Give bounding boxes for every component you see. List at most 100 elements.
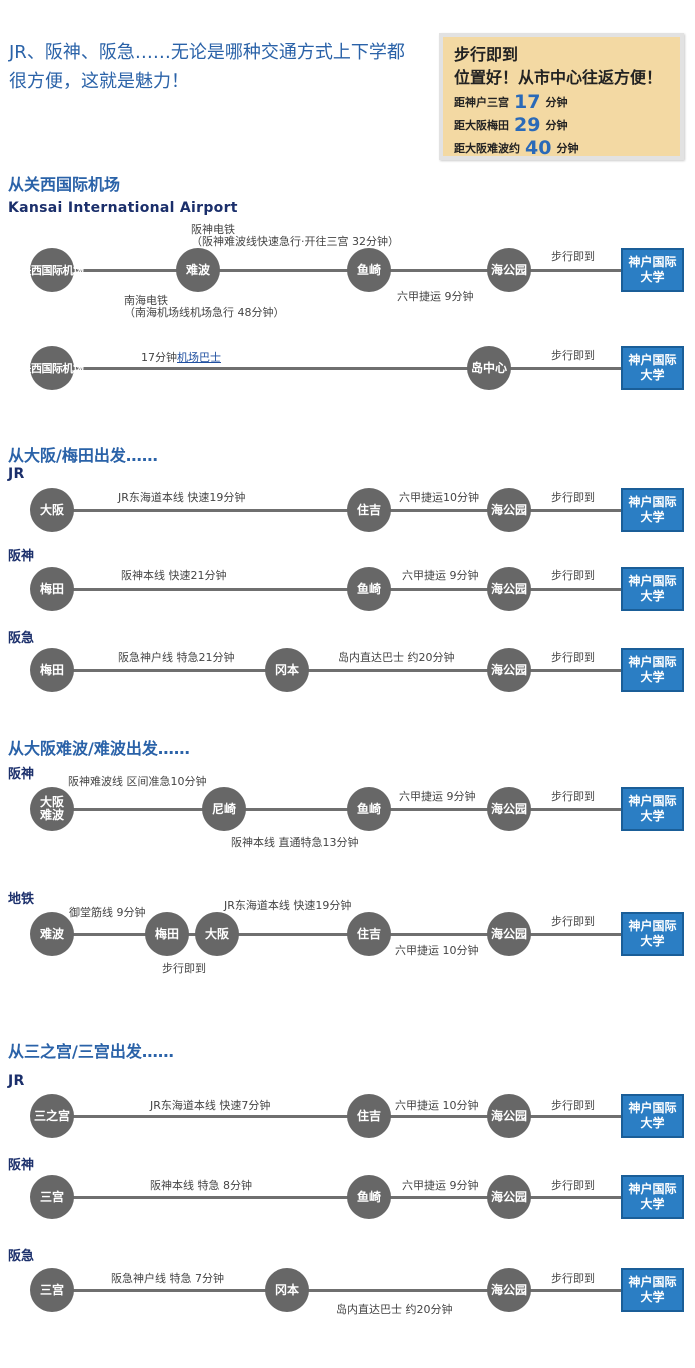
station-uozaki: 鱼崎 — [347, 787, 391, 831]
station-sannomiya: 三宫 — [30, 1175, 74, 1219]
info-row-label: 距大阪梅田 — [454, 119, 509, 132]
line-name-hanshin: 阪神 — [8, 549, 35, 564]
destination-kobe-international-university: 神户国际 大学 — [621, 1094, 684, 1138]
dest-line-1: 神户国际 — [628, 574, 677, 588]
line-name-subway: 地铁 — [8, 892, 35, 907]
label-route-1: 阪急神户线 特急 7分钟 — [111, 1272, 224, 1285]
station-kaikoen: 海公园 — [487, 1268, 531, 1312]
dest-line-1: 神户国际 — [628, 255, 677, 269]
label-route-1: 御堂筋线 9分钟 — [69, 906, 146, 919]
route-line — [52, 669, 622, 672]
station-umeda: 梅田 — [30, 648, 74, 692]
dest-line-2: 大学 — [640, 1290, 665, 1304]
section-title-osaka: 从大阪/梅田出发…… — [8, 446, 158, 465]
destination-kobe-international-university: 神户国际 大学 — [621, 488, 684, 532]
label-route-2: 阪神本线 直通特急13分钟 — [231, 836, 359, 849]
dest-line-2: 大学 — [640, 670, 665, 684]
destination-kobe-international-university: 神户国际 大学 — [621, 787, 684, 831]
label-route-2: JR东海道本线 快速19分钟 — [224, 899, 352, 912]
label-route-2: 六甲捷运 10分钟 — [395, 1099, 479, 1112]
destination-kobe-international-university: 神户国际 大学 — [621, 248, 684, 292]
route-line — [52, 1196, 622, 1199]
station-namba: 难波 — [30, 912, 74, 956]
route-line — [52, 588, 622, 591]
section-title-kansai: 从关西国际机场 — [8, 175, 121, 194]
intro-line-2: 很方便，这就是魅力！ — [9, 71, 189, 92]
label-route-1: JR东海道本线 快速7分钟 — [150, 1099, 271, 1112]
label-route-1: JR东海道本线 快速19分钟 — [118, 491, 246, 504]
label-route-3: 六甲捷运 10分钟 — [395, 944, 479, 957]
station-sumiyoshi: 住吉 — [347, 1094, 391, 1138]
station-umeda: 梅田 — [30, 567, 74, 611]
label-route-1: 阪神难波线 区间准急10分钟 — [68, 775, 207, 788]
label-walk: 步行即到 — [551, 569, 595, 582]
line-name-hankyu: 阪急 — [8, 1249, 35, 1264]
info-row-label: 距神户三宫 — [454, 96, 509, 109]
station-kansai-airport: 关西国际机场 — [21, 248, 84, 292]
label-hanshin-detail: （阪神难波线快速急行·开往三宫 32分钟） — [191, 235, 399, 248]
destination-kobe-international-university: 神户国际 大学 — [621, 1268, 684, 1312]
station-osaka-namba: 大阪难波 — [30, 787, 74, 831]
station-uozaki: 鱼崎 — [347, 248, 391, 292]
dest-line-1: 神户国际 — [628, 794, 677, 808]
destination-kobe-international-university: 神户国际 大学 — [621, 912, 684, 956]
station-kaikoen: 海公园 — [487, 1094, 531, 1138]
info-row-unit: 分钟 — [545, 96, 568, 109]
station-okamoto: 冈本 — [265, 1268, 309, 1312]
intro-line-1: JR、阪神、阪急……无论是哪种交通方式上下学都 — [9, 42, 405, 63]
line-name-hanshin: 阪神 — [8, 1158, 35, 1173]
destination-kobe-international-university: 神户国际 大学 — [621, 567, 684, 611]
label-rokko-liner: 六甲捷运 9分钟 — [397, 290, 474, 303]
label-route-2: 六甲捷运 9分钟 — [402, 1179, 479, 1192]
station-shima-center: 岛中心 — [467, 346, 511, 390]
label-bus-time: 17分钟 — [141, 351, 177, 364]
station-osaka: 大阪 — [30, 488, 74, 532]
label-route-1: 阪神本线 快速21分钟 — [121, 569, 227, 582]
dest-line-2: 大学 — [640, 1116, 665, 1130]
dest-line-1: 神户国际 — [628, 1101, 677, 1115]
station-uozaki: 鱼崎 — [347, 567, 391, 611]
dest-line-1: 神户国际 — [628, 1275, 677, 1289]
route-line — [52, 1115, 622, 1118]
line-name-hanshin: 阪神 — [8, 767, 35, 782]
label-route-2: 六甲捷运10分钟 — [399, 491, 479, 504]
dest-line-1: 神户国际 — [628, 353, 677, 367]
station-kaikoen: 海公园 — [487, 567, 531, 611]
label-route-3: 六甲捷运 9分钟 — [399, 790, 476, 803]
route-line — [52, 509, 622, 512]
label-walk: 步行即到 — [551, 1179, 595, 1192]
line-name-jr: JR — [8, 1073, 25, 1089]
station-umeda: 梅田 — [145, 912, 189, 956]
station-kaikoen: 海公园 — [487, 912, 531, 956]
info-row-unit: 分钟 — [545, 119, 568, 132]
dest-line-2: 大学 — [640, 368, 665, 382]
dest-line-2: 大学 — [640, 934, 665, 948]
dest-line-2: 大学 — [640, 1197, 665, 1211]
label-route-1: 阪神本线 特急 8分钟 — [150, 1179, 252, 1192]
info-row-value: 17 — [514, 91, 541, 113]
line-name-jr: JR — [8, 466, 25, 482]
station-sannomiya: 三宫 — [30, 1268, 74, 1312]
station-namba: 难波 — [176, 248, 220, 292]
label-nankai-company: 南海电铁 — [124, 294, 168, 307]
station-kaikoen: 海公园 — [487, 248, 531, 292]
info-row-value: 40 — [525, 137, 552, 159]
route-line — [52, 1289, 622, 1292]
station-uozaki: 鱼崎 — [347, 1175, 391, 1219]
airport-bus-link[interactable]: 机场巴士 — [177, 351, 221, 364]
info-row-label: 距大阪难波约 — [454, 142, 520, 155]
dest-line-2: 大学 — [640, 809, 665, 823]
station-kaikoen: 海公园 — [487, 787, 531, 831]
destination-kobe-international-university: 神户国际 大学 — [621, 346, 684, 390]
section-title-sannomiya: 从三之宫/三宫出发…… — [8, 1042, 174, 1061]
station-amagasaki: 尼崎 — [202, 787, 246, 831]
info-row-sannomiya: 距神户三宫 17 分钟 — [454, 91, 567, 113]
label-route-2: 六甲捷运 9分钟 — [402, 569, 479, 582]
dest-line-2: 大学 — [640, 510, 665, 524]
label-route-2: 岛内直达巴士 约20分钟 — [336, 1303, 453, 1316]
station-sumiyoshi: 住吉 — [347, 488, 391, 532]
label-hanshin-company: 阪神电铁 — [191, 223, 235, 236]
label-airport-bus: 17分钟机场巴士 — [141, 349, 221, 365]
